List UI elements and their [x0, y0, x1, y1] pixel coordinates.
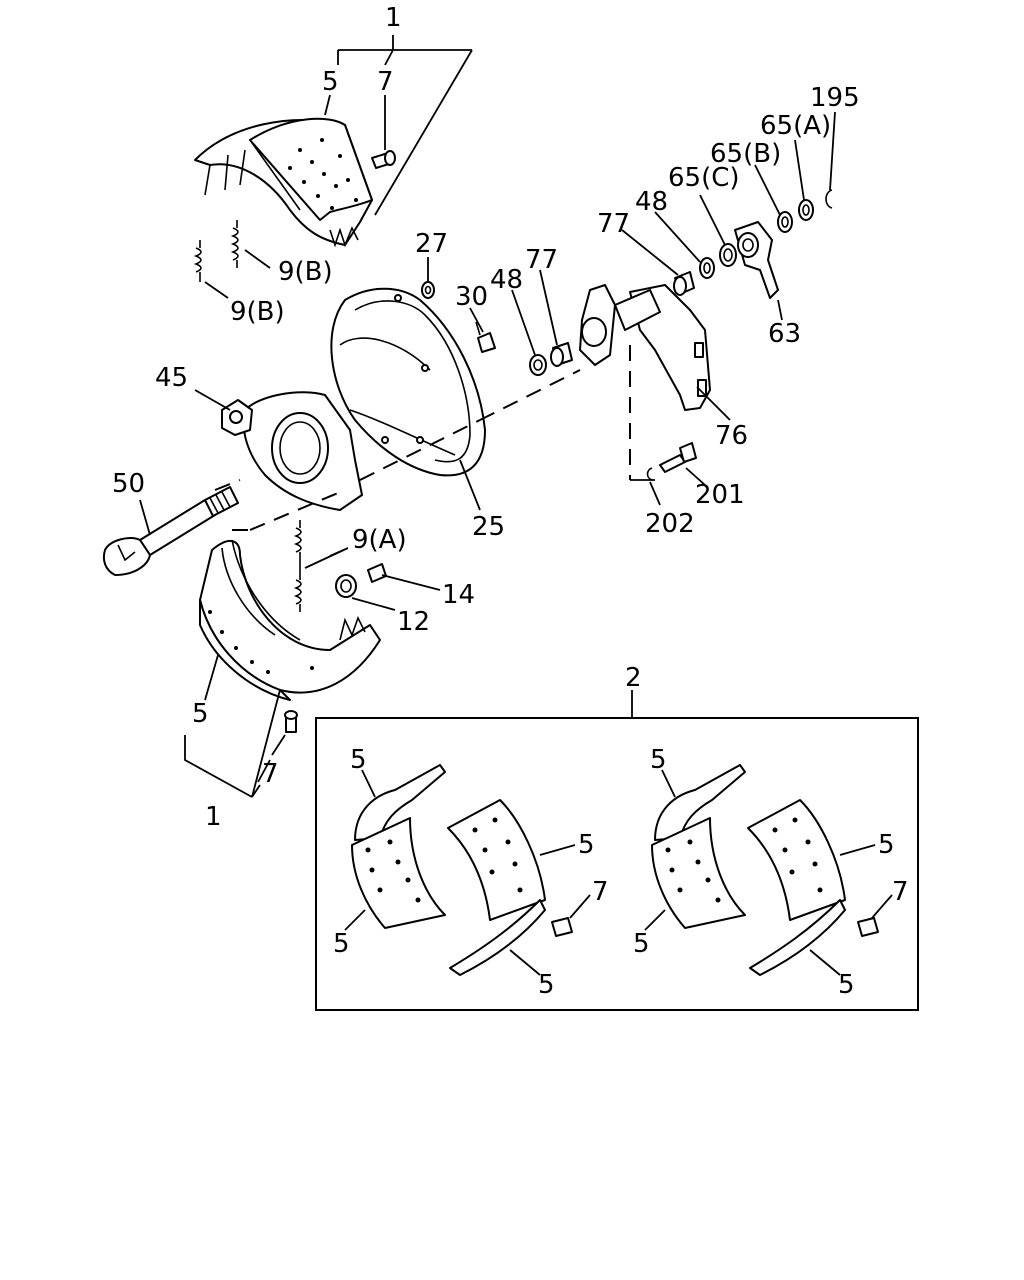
label-9b-1: 9(B): [278, 257, 333, 287]
label-7-top: 7: [377, 67, 394, 97]
kit-left-label-5-b: 5: [578, 830, 595, 860]
camshaft-bracket: [579, 284, 711, 411]
label-65b: 65(B): [710, 139, 781, 169]
label-45: 45: [155, 363, 188, 393]
bolt-30: [475, 321, 496, 353]
label-14: 14: [442, 580, 475, 610]
kit-left-shoe-b: [447, 799, 546, 976]
label-1-low: 1: [205, 802, 222, 832]
snap-ring-195: [825, 189, 833, 209]
rivet-lower: [284, 710, 298, 733]
rivet-upper: [371, 150, 396, 169]
label-195: 195: [810, 83, 860, 113]
kit-left-shoe-a: [351, 764, 446, 929]
label-12: 12: [397, 607, 430, 637]
backing-plate: [330, 287, 486, 477]
bolt-201: [659, 442, 697, 473]
label-77-a: 77: [525, 245, 558, 275]
spring-9a: [293, 520, 302, 612]
kit-right-label-5-d: 5: [838, 970, 855, 1000]
kit-right-label-5-b: 5: [878, 830, 895, 860]
camshaft: [102, 486, 239, 576]
washer-27: [421, 281, 435, 299]
kit-left-rivet: [551, 917, 573, 937]
label-48-b: 48: [635, 187, 668, 217]
label-201: 201: [695, 480, 745, 510]
washer-65a: [798, 199, 814, 221]
kit-left-label-5-d: 5: [538, 970, 555, 1000]
washer-202: [646, 467, 653, 481]
label-9b-2: 9(B): [230, 297, 285, 327]
label-5-top: 5: [322, 67, 339, 97]
kit-right-shoe-a: [651, 764, 746, 929]
washer-65c: [719, 243, 737, 267]
label-48-a: 48: [490, 265, 523, 295]
washer-48-b: [699, 257, 715, 279]
washer-65b: [777, 211, 793, 233]
bushing-77-b: [673, 271, 695, 296]
kit-left-label-7: 7: [592, 877, 609, 907]
label-50: 50: [112, 469, 145, 499]
upper-brake-shoe: [194, 117, 373, 248]
label-63: 63: [768, 319, 801, 349]
kit-left-label-5-c: 5: [333, 929, 350, 959]
kit-right-rivet: [857, 917, 879, 937]
kit-right-shoe-b: [747, 799, 846, 976]
label-76: 76: [715, 421, 748, 451]
brake-spider: [221, 391, 363, 511]
label-65a: 65(A): [760, 111, 831, 141]
washer-48-a: [529, 354, 547, 376]
label-5-low: 5: [192, 699, 209, 729]
kit-2-frame: [315, 717, 919, 1011]
kit-right-label-5-c: 5: [633, 929, 650, 959]
spring-9b-upper-a: [230, 220, 239, 268]
label-1-top: 1: [385, 3, 402, 33]
label-202: 202: [645, 509, 695, 539]
label-25: 25: [472, 512, 505, 542]
label-9a: 9(A): [352, 525, 407, 555]
label-2: 2: [625, 663, 642, 693]
label-65c: 65(C): [668, 163, 740, 193]
slack-adjuster: [734, 221, 779, 299]
kit-left-label-5-a: 5: [350, 745, 367, 775]
callout-labels: 1 5 7 9(B) 9(B) 27 30 48 77 77 48 65(C) …: [112, 3, 909, 1000]
pin-14: [367, 563, 387, 583]
label-30: 30: [455, 282, 488, 312]
bushing-77-a: [550, 342, 573, 367]
lower-brake-shoe: [199, 539, 381, 701]
kit-right-label-7: 7: [892, 877, 909, 907]
label-77-b: 77: [597, 209, 630, 239]
roller-12: [335, 574, 357, 598]
kit-right-label-5-a: 5: [650, 745, 667, 775]
label-27: 27: [415, 229, 448, 259]
label-7-low: 7: [262, 759, 279, 789]
spring-9b-upper-b: [193, 240, 202, 282]
